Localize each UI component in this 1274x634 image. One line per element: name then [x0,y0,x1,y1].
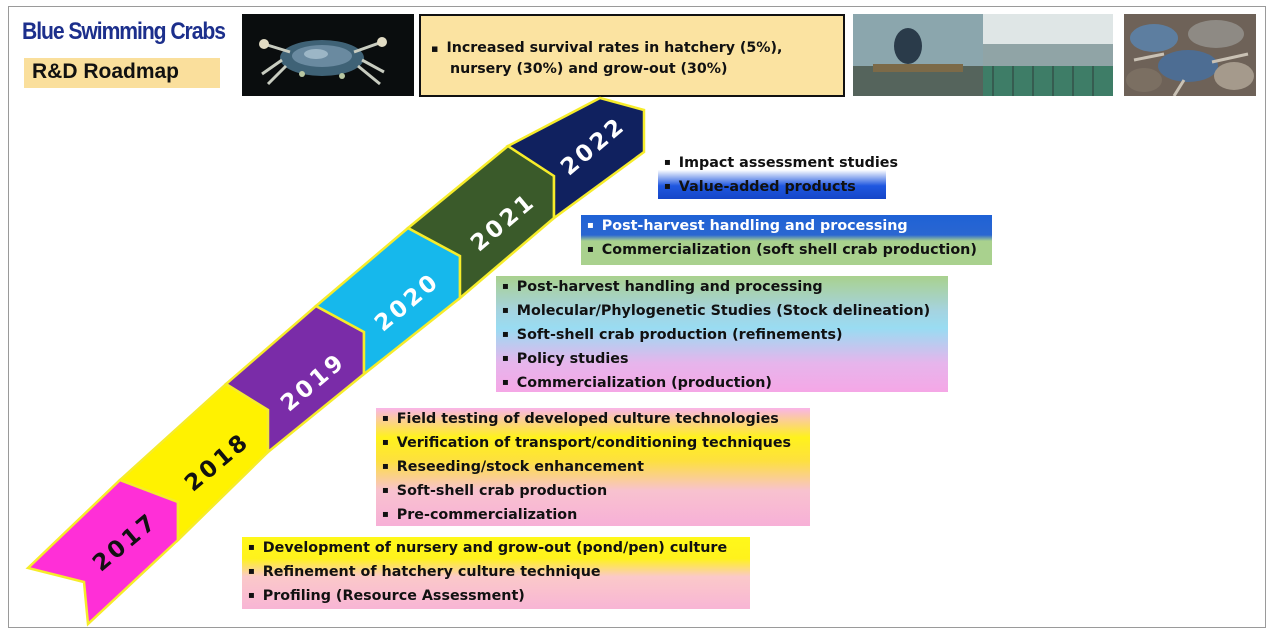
activity-item: ▪ Soft-shell crab production [382,480,810,504]
activity-text: Pre-commercialization [396,507,578,523]
activity-item: ▪ Profiling (Resource Assessment) [248,585,750,609]
bullet-icon: ▪ [502,329,509,340]
activity-text: Verification of transport/conditioning t… [396,435,792,451]
bullet-icon: ▪ [382,461,389,472]
activity-item: ▪ Value-added products [664,176,886,200]
activities-2018: ▪ Field testing of developed culture tech… [376,408,810,526]
activity-text: Soft-shell crab production (refinements) [516,327,843,343]
activity-text: Soft-shell crab production [396,483,608,499]
activity-item: ▪ Refinement of hatchery culture techniqu… [248,561,750,585]
year-step-2022 [505,96,646,221]
activity-item: ▪ Soft-shell crab production (refinements… [502,324,948,348]
bullet-icon: ▪ [502,353,509,364]
goal-line-2: nursery (30%) and grow-out (30%) [450,61,728,77]
activity-text: Profiling (Resource Assessment) [262,588,525,604]
goal-bullet: ▪ [431,42,439,55]
page-title: Blue Swimming Crabs [22,18,226,45]
crab-photo [242,14,414,96]
activity-text: Field testing of developed culture techn… [396,411,779,427]
activity-text: Reseeding/stock enhancement [396,459,644,475]
activity-item: ▪ Commercialization (soft shell crab prod… [587,239,992,263]
activity-item: ▪ Impact assessment studies [664,152,898,176]
page-subtitle: R&D Roadmap [24,58,220,88]
bullet-icon: ▪ [664,181,671,192]
activities-2022: ▪ Impact assessment studies ▪ Value-added p… [658,152,898,200]
activity-item: ▪ Field testing of developed culture tech… [382,408,810,432]
activity-item: ▪ Verification of transport/conditioning … [382,432,810,456]
activity-text: Post-harvest handling and processing [516,279,823,295]
bullet-icon: ▪ [382,413,389,424]
bullet-icon: ▪ [248,542,255,553]
bullet-icon: ▪ [502,281,509,292]
bullet-icon: ▪ [587,220,594,231]
bullet-icon: ▪ [248,566,255,577]
activity-item: ▪ Molecular/Phylogenetic Studies (Stock d… [502,300,948,324]
activity-text: Post-harvest handling and processing [601,218,908,234]
bullet-icon: ▪ [382,437,389,448]
bullet-icon: ▪ [502,377,509,388]
activity-item: ▪ Development of nursery and grow-out (po… [248,537,750,561]
activity-text: Value-added products [678,179,856,195]
activity-item: ▪ Pre-commercialization [382,504,810,528]
activity-item: ▪ Reseeding/stock enhancement [382,456,810,480]
bullet-icon: ▪ [587,244,594,255]
activity-text: Commercialization (production) [516,375,772,391]
activity-text: Refinement of hatchery culture technique [262,564,601,580]
activity-item: ▪ Policy studies [502,348,948,372]
activity-text: Molecular/Phylogenetic Studies (Stock de… [516,303,931,319]
bullet-icon: ▪ [502,305,509,316]
bullet-icon: ▪ [382,509,389,520]
activity-item: ▪ Post-harvest handling and processing [587,215,992,239]
activity-text: Development of nursery and grow-out (pon… [262,540,728,556]
bullet-icon: ▪ [248,590,255,601]
activity-item: ▪ Post-harvest handling and processing [502,276,948,300]
bullet-icon: ▪ [382,485,389,496]
pond-pen-culture-photo [853,14,1113,96]
crab-catch-photo [1124,14,1256,96]
goal-box: ▪ Increased survival rates in hatchery (5… [419,14,845,97]
activities-2020: ▪ Post-harvest handling and processing ▪ Mo… [496,276,948,392]
activity-item: ▪ Commercialization (production) [502,372,948,396]
activity-text: Impact assessment studies [678,155,898,171]
activities-2017: ▪ Development of nursery and grow-out (po… [242,537,750,609]
activities-2021: ▪ Post-harvest handling and processing ▪ Co… [581,215,992,265]
activity-text: Commercialization (soft shell crab produ… [601,242,977,258]
bullet-icon: ▪ [664,157,671,168]
activity-text: Policy studies [516,351,629,367]
goal-line-1: Increased survival rates in hatchery (5%… [446,40,783,56]
